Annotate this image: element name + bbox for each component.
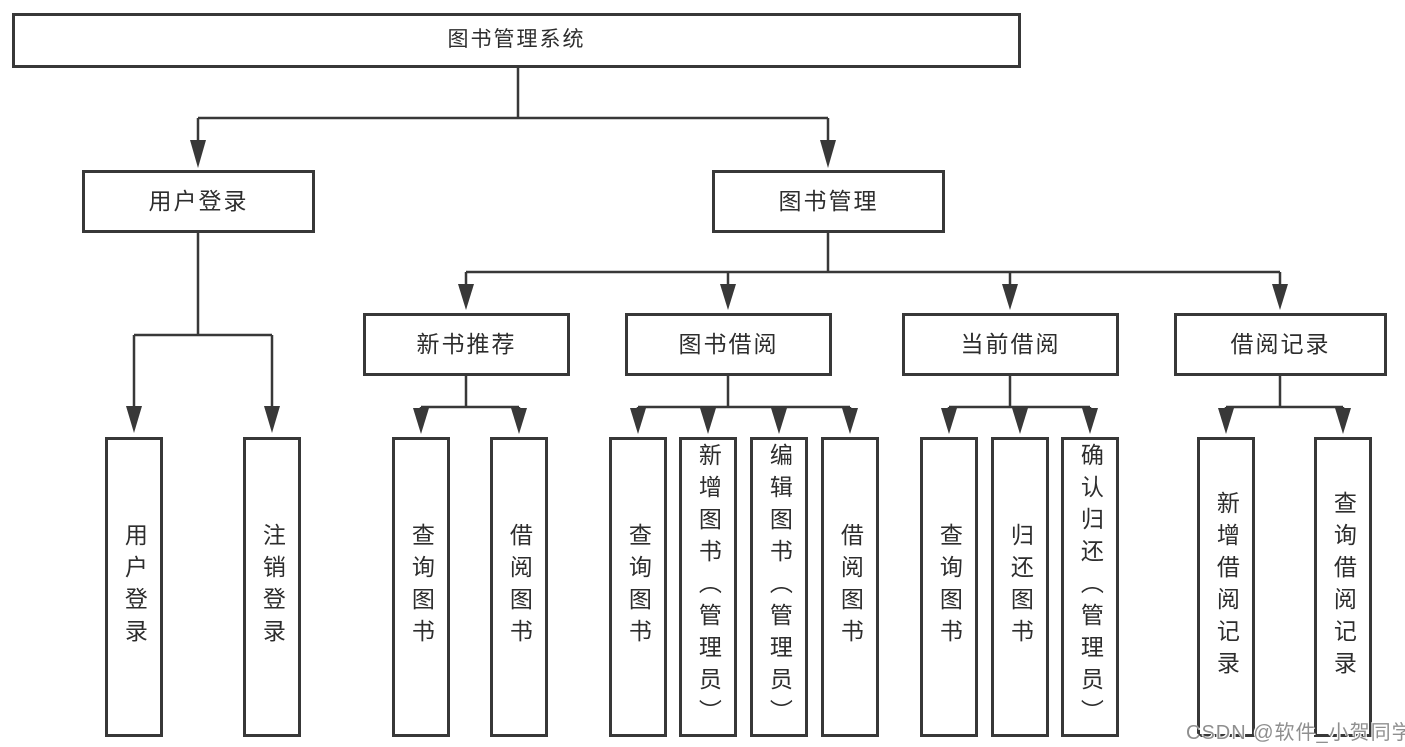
connector-records: [1224, 376, 1345, 410]
leaf-current-query-books: 查询图书: [920, 437, 978, 737]
node-root: 图书管理系统: [12, 13, 1021, 68]
node-book-borrow: 图书借阅: [625, 313, 832, 376]
connector-borrow: [636, 376, 852, 410]
leaf-recommend-query-books: 查询图书: [392, 437, 450, 737]
csdn-watermark: CSDN @软件_小贺同学: [1186, 722, 1405, 744]
leaf-user-login: 用户登录: [105, 437, 163, 737]
connector-book-management: [464, 233, 1282, 285]
connector-recommend-arrowheads: [413, 408, 527, 434]
leaf-borrow-edit-books-admin: 编辑图书（管理员）: [750, 437, 808, 737]
connector-current-arrowheads: [941, 408, 1098, 434]
leaf-logout: 注销登录: [243, 437, 301, 737]
leaf-recommend-borrow-books: 借阅图书: [490, 437, 548, 737]
connector-borrow-arrowheads: [630, 408, 858, 434]
connector-user-login: [132, 233, 274, 408]
connector-root: [196, 68, 830, 142]
connector-current: [947, 376, 1092, 410]
leaf-current-confirm-return-admin: 确认归还（管理员）: [1061, 437, 1119, 737]
connector-records-arrowheads: [1218, 408, 1351, 434]
connector-recommend: [419, 376, 521, 410]
leaf-borrow-borrow-books: 借阅图书: [821, 437, 879, 737]
connector-user-login-arrowheads: [126, 406, 280, 433]
node-new-book-recommend: 新书推荐: [363, 313, 570, 376]
leaf-records-query-record: 查询借阅记录: [1314, 437, 1372, 737]
node-current-borrow: 当前借阅: [902, 313, 1119, 376]
node-borrow-records: 借阅记录: [1174, 313, 1387, 376]
connector-root-arrowheads: [190, 140, 836, 168]
connector-book-management-arrowheads: [458, 284, 1288, 310]
leaf-borrow-query-books: 查询图书: [609, 437, 667, 737]
node-book-management: 图书管理: [712, 170, 945, 233]
node-user-login: 用户登录: [82, 170, 315, 233]
leaf-records-add-record: 新增借阅记录: [1197, 437, 1255, 737]
leaf-borrow-add-books-admin: 新增图书（管理员）: [679, 437, 737, 737]
leaf-current-return-books: 归还图书: [991, 437, 1049, 737]
